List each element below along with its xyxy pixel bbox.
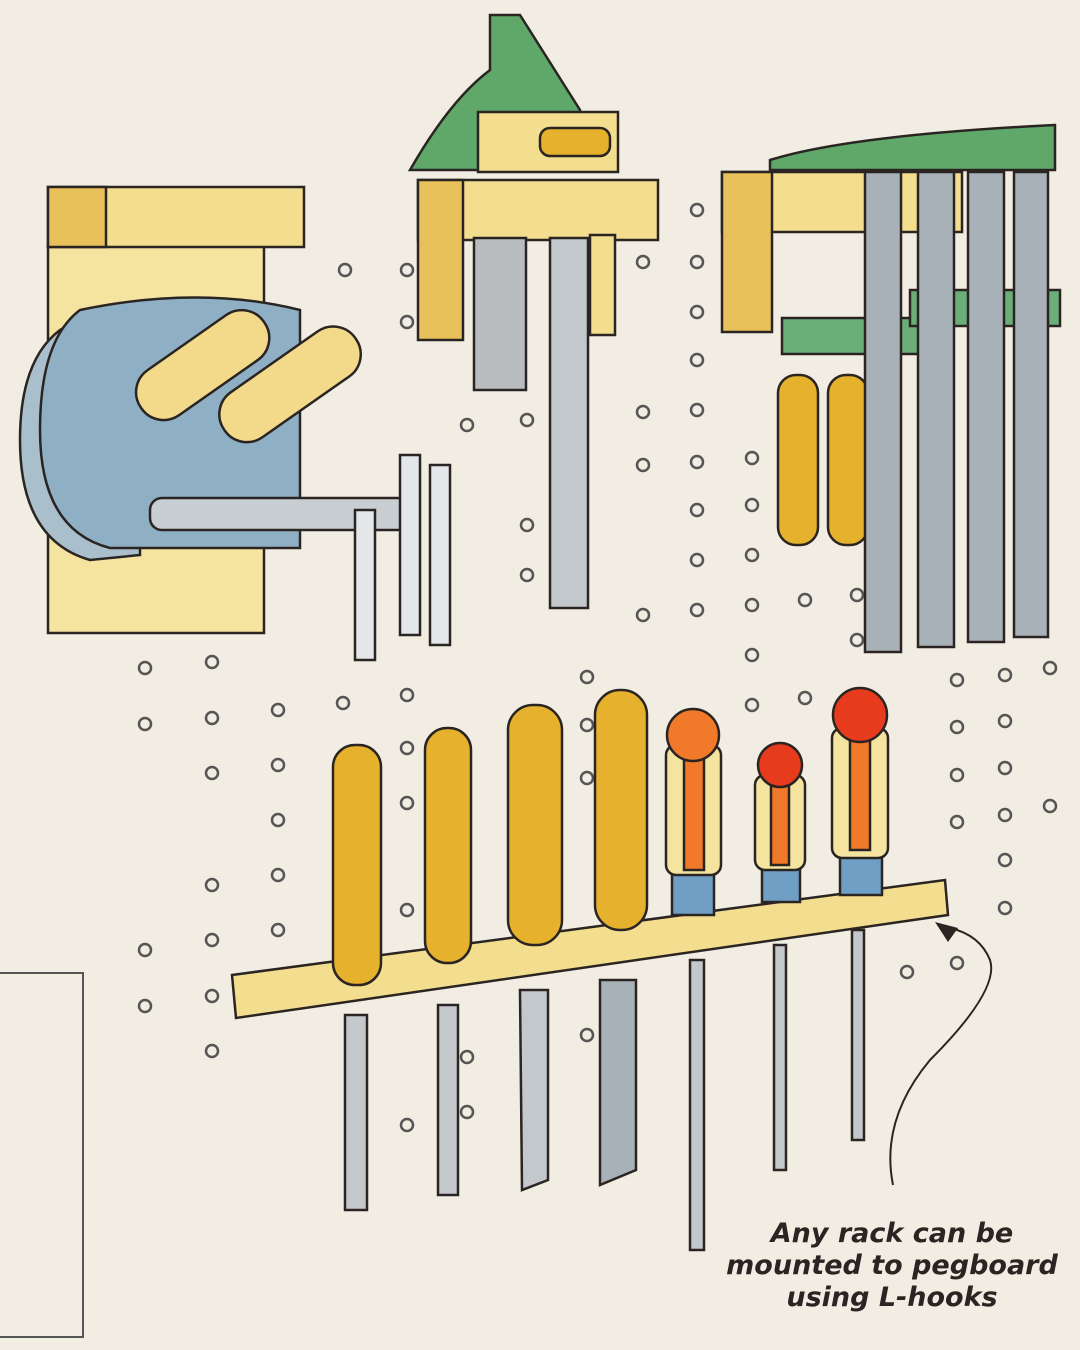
c-clamp-rack [18,185,452,662]
caption-line-3: using L-hooks [786,1282,998,1313]
callout-arrow [889,922,993,1186]
chisel-and-screwdriver-rack [230,686,950,1252]
caption-line-2: mounted to pegboard [726,1250,1058,1281]
caption: Any rack can be mounted to pegboard usin… [712,1218,1072,1314]
bar-clamp-rack [720,123,1062,654]
pegboard-holes [137,202,1058,1133]
caption-line-1: Any rack can be [770,1218,1014,1249]
combination-square-rack [407,13,660,610]
sidebar-frame [0,972,84,1338]
